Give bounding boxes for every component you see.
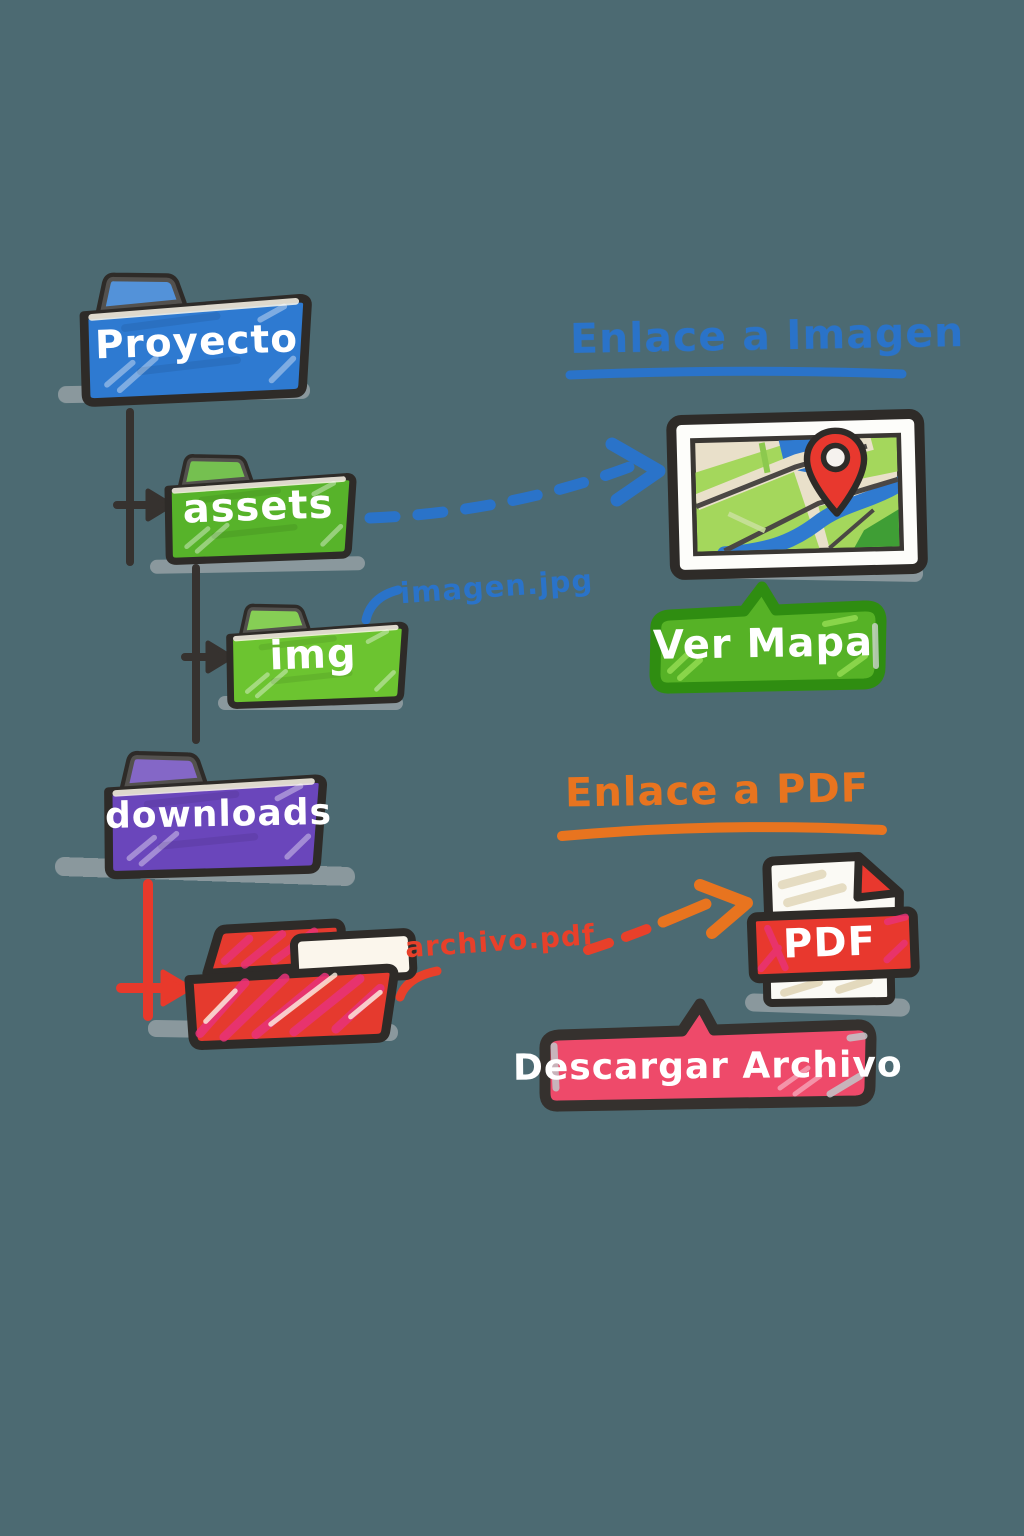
underline-enlace-pdf: [557, 822, 887, 841]
map-icon: [666, 409, 928, 580]
folder-downloads: [108, 753, 324, 875]
descargar-archivo-button[interactable]: Descargar Archivo: [513, 1032, 903, 1100]
tree-connector-proyecto-assets: [113, 408, 174, 566]
dashed-arrow-to-image: [364, 437, 666, 524]
folder-proyecto: [83, 272, 310, 403]
underline-enlace-imagen: [565, 366, 907, 380]
descargar-bubble: [539, 998, 877, 1112]
location-pin-icon: [803, 427, 868, 517]
heading-enlace-imagen: Enlace a Imagen: [569, 308, 965, 363]
tree-connector-assets-img: [181, 564, 234, 744]
pointer-curve-archivo: [395, 966, 442, 1002]
ver-mapa-bubble: [649, 581, 887, 694]
folder-img: [229, 604, 406, 705]
dashed-arrow-to-pdf: [583, 879, 753, 955]
pdf-file-icon: [746, 851, 920, 1007]
folder-archivo-open: [184, 918, 418, 1050]
descargar-archivo-button-label: Descargar Archivo: [512, 1043, 903, 1089]
folder-assets: [168, 455, 355, 562]
ver-mapa-button[interactable]: Ver Mapa: [650, 608, 875, 680]
tree-connector-downloads-file: [116, 879, 193, 1021]
ver-mapa-button-label: Ver Mapa: [652, 619, 873, 669]
pointer-curve-imagen: [361, 585, 403, 625]
heading-enlace-pdf: Enlace a PDF: [564, 765, 870, 817]
